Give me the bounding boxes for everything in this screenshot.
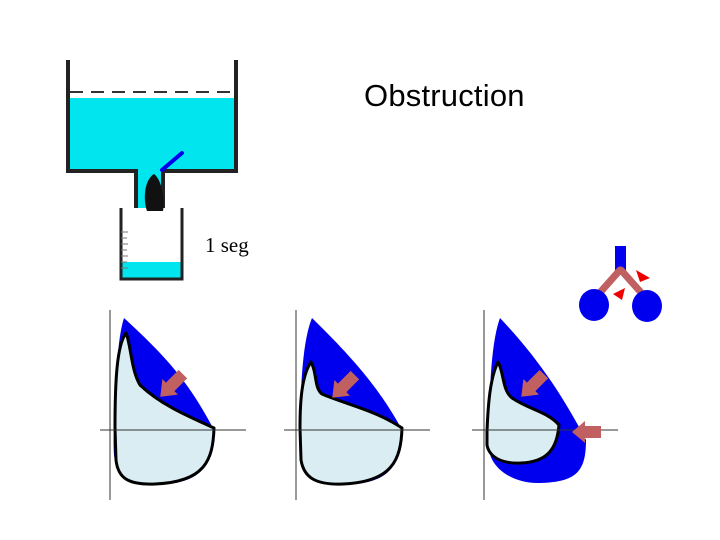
- valve-lever: [160, 151, 184, 172]
- measured-loop: [485, 360, 561, 465]
- slide-title: Obstruction: [364, 78, 525, 113]
- tank-water: [68, 98, 236, 171]
- measured-loop: [298, 360, 404, 486]
- valve-marker-bottom: [613, 288, 625, 300]
- cup-scale: [121, 231, 128, 269]
- air-trapping-arrow: [572, 421, 601, 443]
- measuring-cup-icon: [119, 208, 184, 281]
- flow-volume-loop-normal: [100, 310, 246, 500]
- water-tank-icon: [66, 60, 238, 211]
- lungs-airway-icon: [579, 246, 662, 322]
- valve-flap-icon: [144, 174, 164, 211]
- flow-volume-loop-moderate: [284, 310, 430, 500]
- left-lung: [579, 289, 609, 321]
- obstruction-arrow: [332, 370, 360, 398]
- right-lung: [632, 290, 662, 322]
- obstruction-arrow: [521, 369, 549, 397]
- measured-loop: [113, 331, 216, 486]
- trachea: [615, 246, 626, 274]
- cup-water: [122, 262, 181, 278]
- obstruction-arrow: [160, 369, 188, 397]
- valve-marker-top: [636, 270, 650, 282]
- time-label: 1 seg: [205, 233, 249, 257]
- tank-outline: [66, 60, 238, 208]
- flow-volume-loop-severe: [472, 310, 618, 500]
